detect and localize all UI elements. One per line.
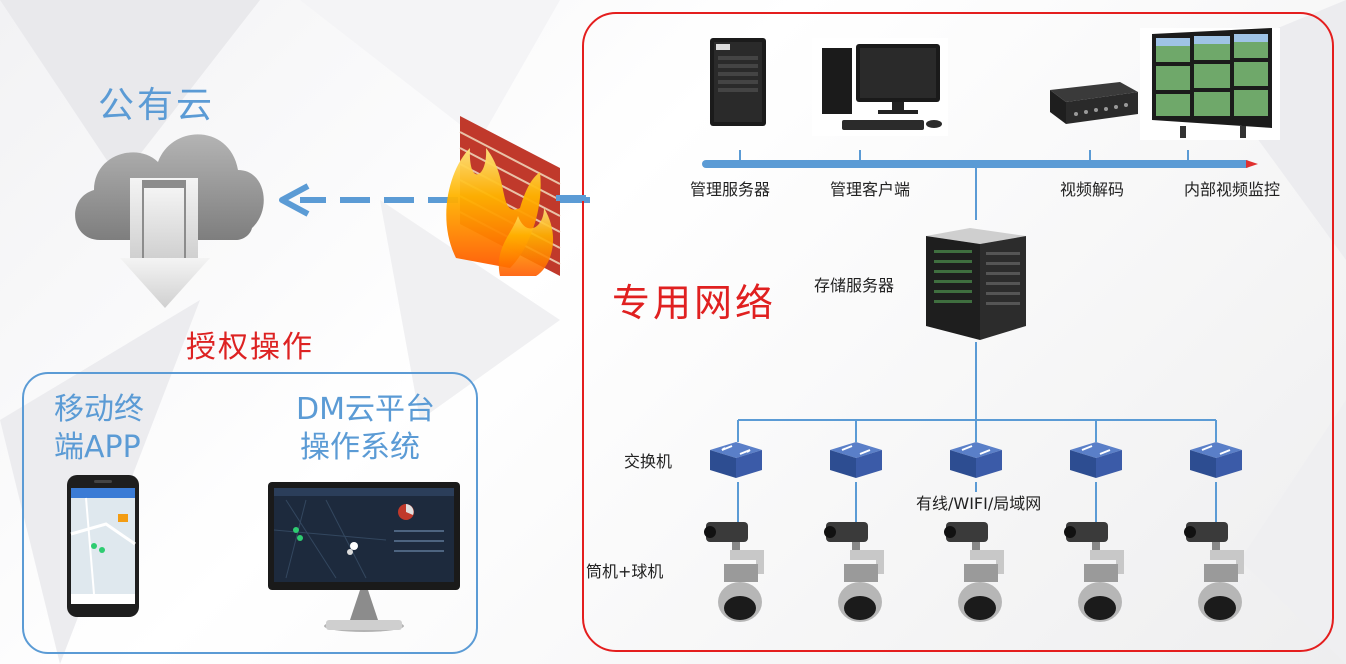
switch-1 [708,440,764,484]
camera-1 [702,516,772,628]
dm-label-line1: DM云平台 [296,392,435,427]
private-network-frame [582,12,1334,652]
auth-label: 授权操作 [186,330,314,365]
video-decode-label: 视频解码 [1060,180,1125,199]
switch-label: 交换机 [624,452,673,471]
storage-rack-icon [926,228,1026,340]
switch-2 [828,440,884,484]
link-label: 有线/WIFI/局域网 [916,494,1042,513]
camera-label: 筒机+球机 [586,562,664,581]
firewall-link [556,195,586,201]
video-wall-icon [1140,28,1280,140]
switch-5 [1188,440,1244,484]
server-tower-icon [710,38,766,126]
cloud-title: 公有云 [98,85,216,126]
switch-3 [948,440,1004,484]
client-frame [22,372,478,654]
desktop-pc-icon [812,38,948,136]
smartphone-icon [67,475,139,617]
dm-label-line2: 操作系统 [300,430,420,465]
mobile-label-line1: 移动终 [54,392,144,427]
firewall-icon [446,116,561,276]
camera-3 [942,516,1012,628]
top-bus [702,150,1258,220]
mgmt-server-label: 管理服务器 [690,180,771,199]
monitor-icon [268,482,460,632]
camera-icon [824,522,884,622]
lower-bus [737,342,1217,522]
internal-monitor-label: 内部视频监控 [1184,180,1281,199]
camera-icon [1184,522,1244,622]
camera-icon [944,522,1004,622]
camera-4 [1062,516,1132,628]
switch-icon [950,442,1002,478]
storage-server-label: 存储服务器 [814,276,895,295]
switch-4 [1068,440,1124,484]
switch-icon [830,442,882,478]
camera-icon [704,522,764,622]
video-decoder-icon [1050,82,1138,124]
cloud-download-icon [75,134,264,308]
camera-2 [822,516,892,628]
mobile-label-line2: 端APP [54,430,141,465]
switch-icon [710,442,762,478]
switch-icon [1070,442,1122,478]
switch-icon [1190,442,1242,478]
camera-icon [1064,522,1124,622]
camera-5 [1182,516,1252,628]
mgmt-client-label: 管理客户端 [830,180,911,199]
network-title: 专用网络 [612,281,777,325]
